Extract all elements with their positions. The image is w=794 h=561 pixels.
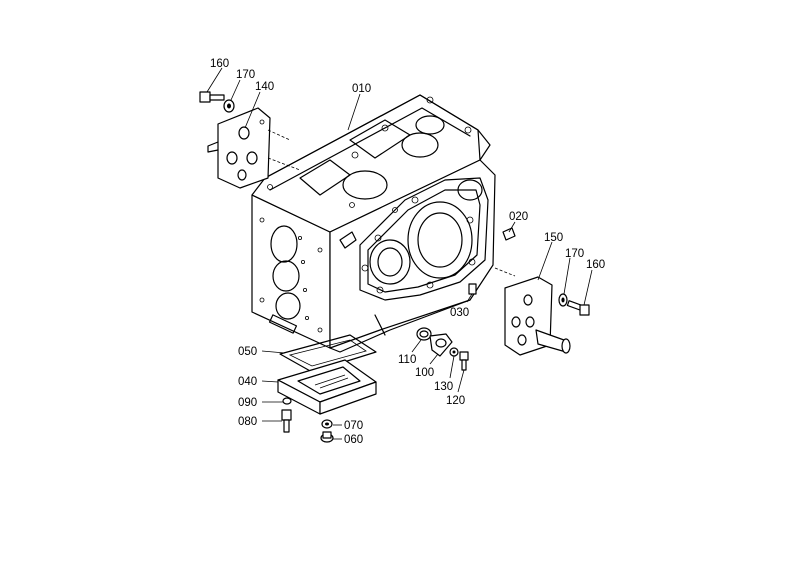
callout-050: 050 — [238, 346, 257, 358]
callout-070: 070 — [344, 420, 363, 432]
bolt-120 — [459, 351, 469, 371]
callout-130: 130 — [434, 381, 453, 393]
callout-100: 100 — [415, 367, 434, 379]
washer-130 — [449, 347, 459, 357]
callout-010: 010 — [352, 83, 371, 95]
bolt-160-right — [566, 300, 590, 316]
washer-170-right — [558, 293, 568, 307]
callout-030: 030 — [450, 307, 469, 319]
plug-030 — [468, 283, 477, 295]
callout-080: 080 — [238, 416, 257, 428]
gasket-050 — [279, 334, 377, 373]
callout-040: 040 — [238, 376, 257, 388]
washer-090 — [282, 397, 292, 405]
washer-170-left — [223, 99, 235, 113]
callout-120: 120 — [446, 395, 465, 407]
bolt-160-left — [199, 91, 225, 103]
callout-110: 110 — [398, 354, 416, 366]
side-cover-140 — [207, 107, 301, 189]
transmission-case-010 — [251, 94, 496, 353]
plug-020 — [502, 227, 516, 241]
leader-lines — [206, 67, 593, 440]
callout-020: 020 — [509, 211, 528, 223]
callout-170-left: 170 — [236, 69, 255, 81]
callout-170-right: 170 — [565, 248, 584, 260]
callout-060: 060 — [344, 434, 363, 446]
bottom-cover-040 — [277, 359, 377, 415]
callout-labels: 160 170 140 010 020 150 170 160 030 050 … — [210, 58, 605, 446]
callout-140: 140 — [255, 81, 274, 93]
callout-150: 150 — [544, 232, 563, 244]
side-cover-150 — [494, 267, 571, 356]
callout-160-left: 160 — [210, 58, 229, 70]
bolt-080 — [281, 409, 292, 433]
callout-090: 090 — [238, 397, 257, 409]
callout-160-right: 160 — [586, 259, 605, 271]
washer-070 — [321, 419, 333, 429]
plug-060 — [320, 431, 334, 443]
o-ring-110 — [416, 327, 432, 341]
cover-100 — [429, 333, 453, 357]
